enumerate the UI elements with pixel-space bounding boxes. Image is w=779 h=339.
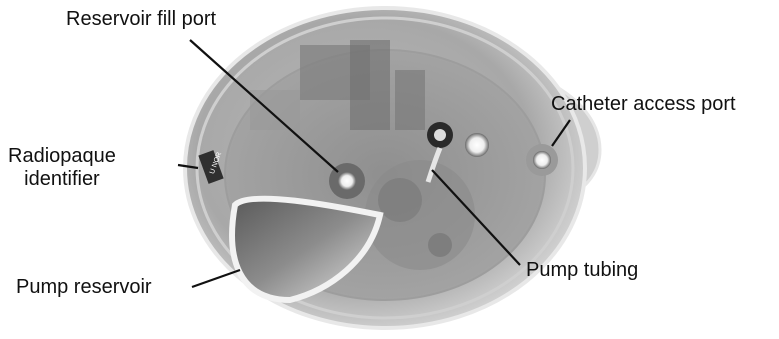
label-radiopaque-identifier: Radiopaque identifier (8, 145, 116, 191)
label-radiopaque-line2: identifier (8, 168, 116, 191)
leader-line-reservoir (192, 270, 240, 287)
label-catheter-access-port: Catheter access port (551, 93, 736, 116)
label-radiopaque-line1: Radiopaque (8, 145, 116, 168)
label-pump-tubing: Pump tubing (526, 259, 638, 282)
label-pump-reservoir: Pump reservoir (16, 276, 152, 299)
label-reservoir-fill-port: Reservoir fill port (66, 8, 216, 31)
